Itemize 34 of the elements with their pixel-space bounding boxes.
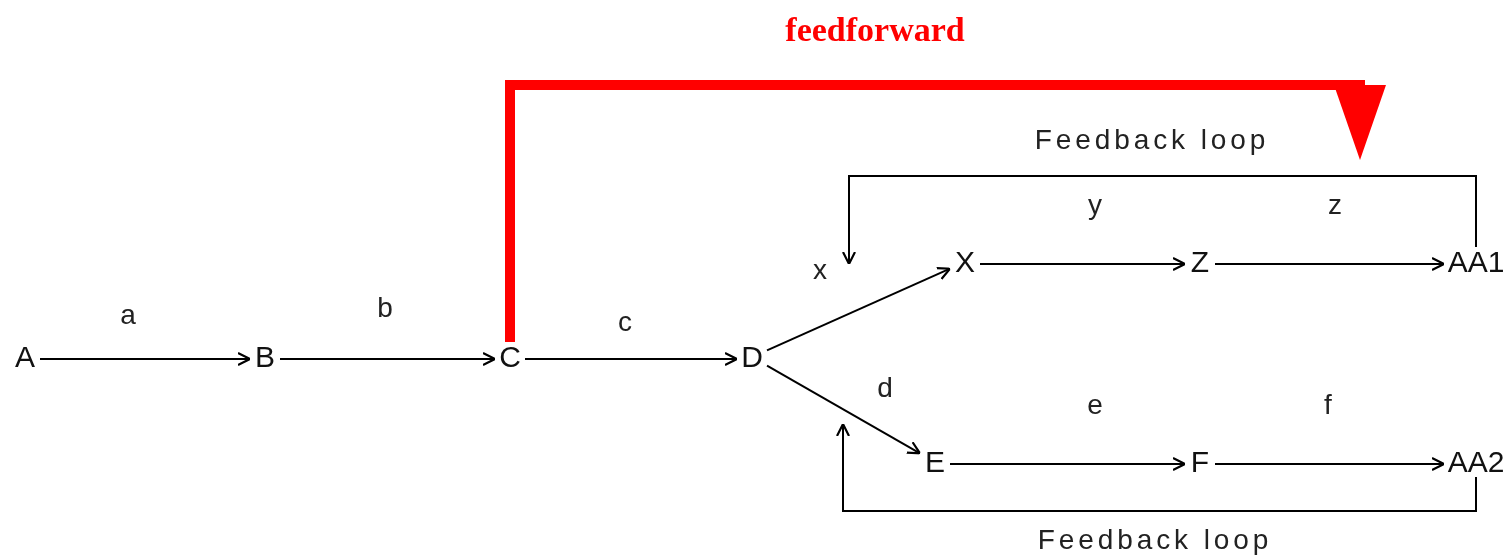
edge-label: z bbox=[1328, 191, 1342, 219]
node-label: X bbox=[951, 245, 979, 279]
node-label: AA2 bbox=[1445, 445, 1507, 479]
arrow bbox=[766, 267, 952, 352]
edge-label: Feedback loop bbox=[1034, 126, 1270, 154]
edge-label: b bbox=[377, 294, 393, 322]
edge-label: e bbox=[1087, 391, 1103, 419]
edge-label: feedforward bbox=[785, 13, 965, 47]
edge-label: a bbox=[120, 301, 136, 329]
edge-label: x bbox=[813, 256, 827, 284]
arrow bbox=[524, 351, 739, 367]
arrow bbox=[1214, 456, 1446, 472]
arrow bbox=[39, 351, 252, 367]
node-label: A bbox=[11, 340, 39, 374]
edge-label: d bbox=[877, 374, 893, 402]
arrow bbox=[949, 456, 1187, 472]
node-label: AA1 bbox=[1445, 245, 1507, 279]
node-label: E bbox=[921, 445, 949, 479]
arrow bbox=[1214, 256, 1446, 272]
node-label: D bbox=[738, 340, 766, 374]
arrow bbox=[835, 422, 1477, 512]
edge-label: y bbox=[1088, 191, 1102, 219]
arrow bbox=[766, 364, 922, 455]
edge-label: c bbox=[618, 308, 632, 336]
edge-label: Feedback loop bbox=[1037, 526, 1273, 554]
node-label: Z bbox=[1186, 245, 1214, 279]
node-label: C bbox=[496, 340, 524, 374]
edge-label: f bbox=[1324, 391, 1332, 419]
arrow bbox=[979, 256, 1187, 272]
node-label: B bbox=[251, 340, 279, 374]
node-label: F bbox=[1186, 445, 1214, 479]
arrow bbox=[505, 80, 1386, 342]
arrow bbox=[841, 175, 1477, 266]
arrow bbox=[279, 351, 497, 367]
